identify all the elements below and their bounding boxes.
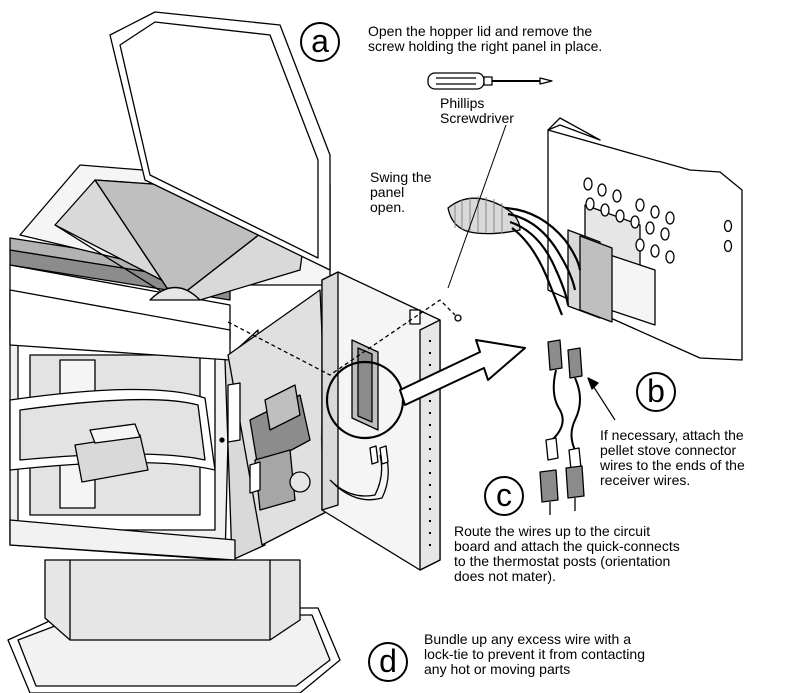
step-a-text: Open the hopper lid and remove the screw… bbox=[368, 23, 603, 54]
step-b-text: If necessary, attach the pellet stove co… bbox=[600, 427, 745, 488]
screwdriver-leader bbox=[447, 124, 507, 289]
step-d-badge: d bbox=[368, 642, 408, 682]
stove-interior bbox=[219, 289, 337, 546]
step-c-text: Route the wires up to the circuit board … bbox=[454, 523, 680, 584]
right-side-panel bbox=[321, 271, 441, 571]
step-c-badge: c bbox=[484, 476, 524, 516]
wire-bundle bbox=[447, 196, 582, 316]
screwdriver-label: Phillips Screwdriver bbox=[440, 95, 514, 126]
quick-connect-terminals bbox=[539, 465, 585, 515]
swing-panel-label: Swing the panel open. bbox=[370, 169, 432, 215]
screw-path bbox=[227, 299, 462, 376]
phillips-screwdriver bbox=[427, 72, 553, 90]
step-d-text: Bundle up any excess wire with a lock-ti… bbox=[424, 631, 645, 677]
receiver-connector-wires bbox=[545, 339, 616, 471]
step-b-badge: b bbox=[636, 372, 676, 412]
circuit-board-panel bbox=[547, 117, 743, 361]
hopper-lid bbox=[109, 11, 331, 271]
stove-pedestal bbox=[7, 559, 341, 693]
zoom-callout bbox=[325, 339, 526, 440]
step-a-badge: a bbox=[300, 22, 340, 62]
